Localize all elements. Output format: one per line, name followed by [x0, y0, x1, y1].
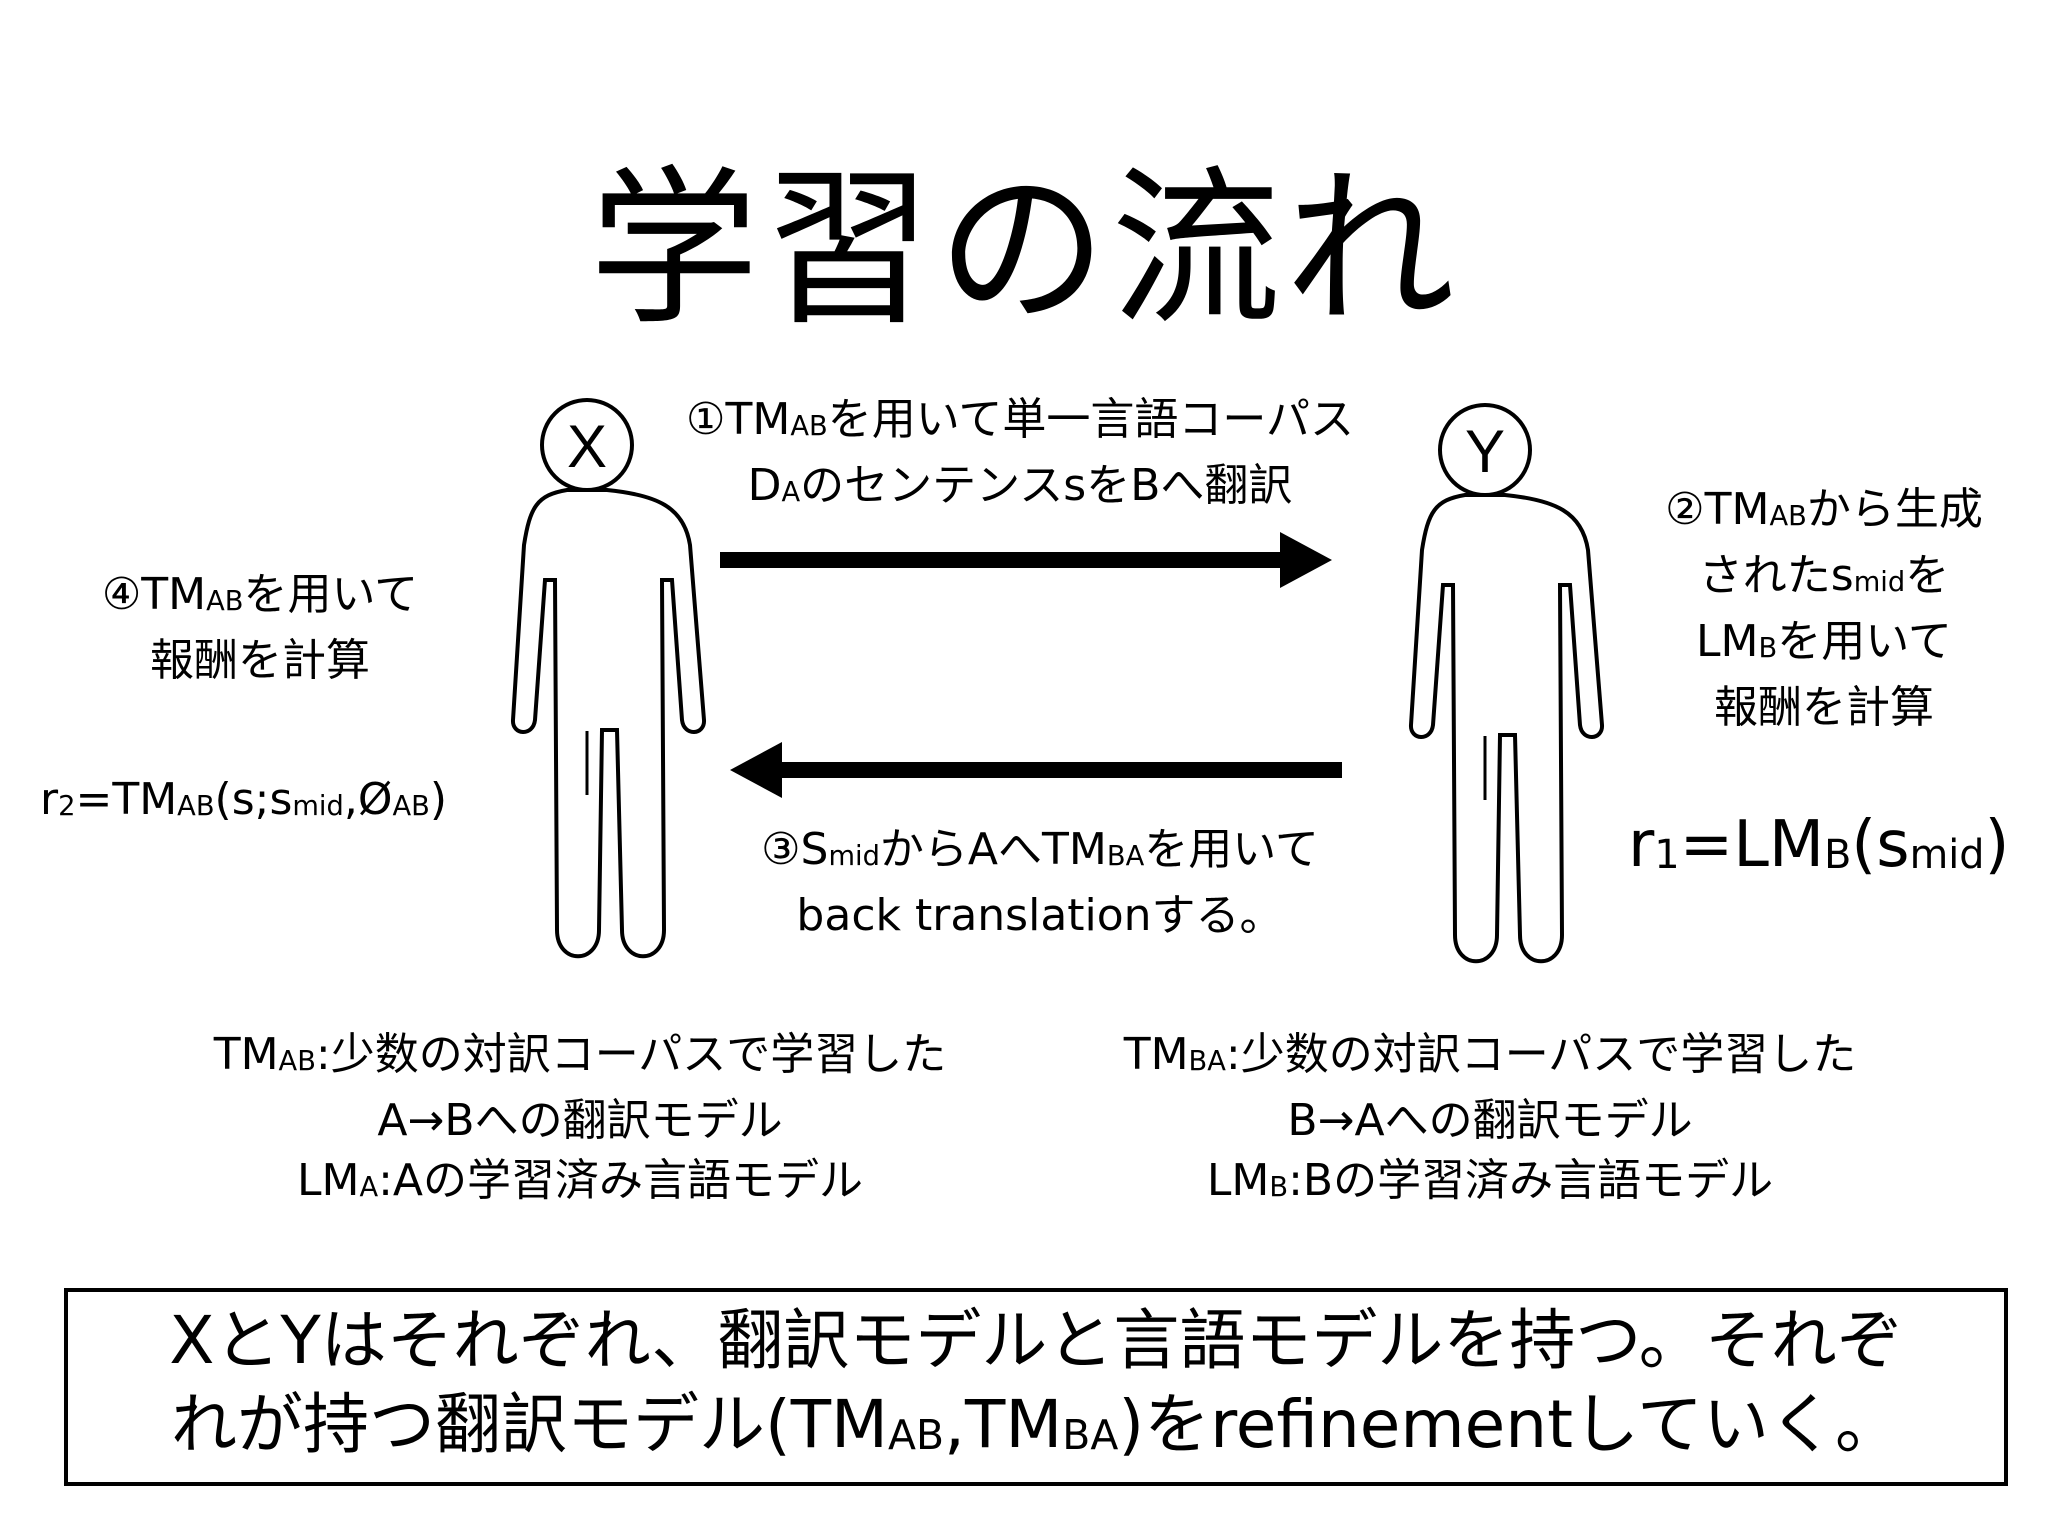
person-y-label: Y [1465, 418, 1505, 485]
person-y-figure: Y [1350, 400, 1620, 980]
legend-left: TMAB:少数の対訳コーパスで学習した A→Bへの翻訳モデル LMA:Aの学習済… [213, 1029, 947, 1206]
formula-r1: r1=LMB(smid) [1628, 808, 2010, 882]
step1-text: ①TMABを用いて単一言語コーパス DAのセンテンスsをBへ翻訳 [686, 394, 1354, 511]
page-title: 学習の流れ [588, 151, 1459, 349]
summary-line2: れが持つ翻訳モデル(TMAB,TMBA)をrefinementしていく。 [170, 1386, 1902, 1463]
arrow-y-to-x [722, 740, 1342, 804]
person-x-figure: X [452, 395, 722, 975]
person-x-label: X [567, 413, 607, 480]
person-x-body [511, 488, 706, 959]
summary-line1: XとYはそれぞれ、翻訳モデルと言語モデルを持つ。それぞ [169, 1302, 1903, 1379]
person-y-body [1409, 493, 1604, 964]
legend-right: TMBA:少数の対訳コーパスで学習した B→Aへの翻訳モデル LMB:Bの学習済… [1123, 1029, 1857, 1206]
step3-text: ③SmidからAへTMBAを用いて back translationする。 [761, 824, 1319, 941]
step4-text: ④TMABを用いて 報酬を計算 [101, 569, 419, 686]
arrow-x-to-y [720, 530, 1340, 594]
step2-text: ②TMABから生成 されたsmidを LMBを用いて 報酬を計算 [1665, 484, 1983, 733]
summary-box: XとYはそれぞれ、翻訳モデルと言語モデルを持つ。それぞ れが持つ翻訳モデル(TM… [64, 1288, 2008, 1486]
formula-r2: r2=TMAB(s;smid,ØAB) [40, 774, 447, 825]
